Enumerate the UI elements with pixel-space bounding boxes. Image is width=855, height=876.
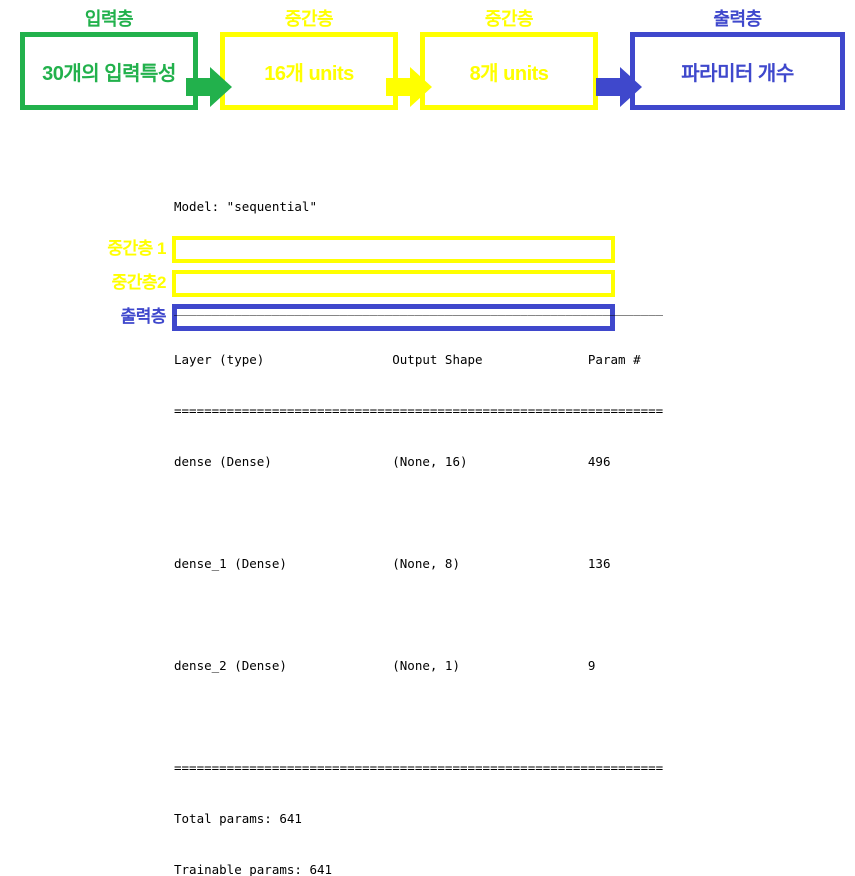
flow-box-hidden2: 8개 units bbox=[420, 32, 598, 110]
flow-step-hidden1: 중간층 16개 units bbox=[220, 8, 398, 110]
flow-box-hidden2-text: 8개 units bbox=[469, 62, 549, 85]
flow-box-input-text: 30개의 입력특성 bbox=[42, 62, 176, 85]
model-title-line: Model: "sequential" bbox=[174, 199, 317, 214]
flow-label-hidden1: 중간층 bbox=[284, 9, 334, 29]
row-highlight-dense-1 bbox=[172, 270, 615, 297]
flow-box-output: 파라미터 개수 bbox=[630, 32, 845, 110]
summary-rule-header: ========================================… bbox=[174, 403, 664, 418]
summary-column-header: Layer (type) Output Shape Param # bbox=[174, 352, 664, 367]
row-highlight-dense bbox=[172, 236, 615, 263]
flow-label-input: 입력층 bbox=[84, 9, 134, 29]
flow-label-output: 출력층 bbox=[713, 9, 762, 29]
summary-rule-bottom: ========================================… bbox=[174, 760, 664, 775]
arrow-hidden1-to-hidden2-icon bbox=[386, 65, 432, 109]
summary-total-params: Total params: 641 bbox=[174, 811, 302, 826]
flow-step-output: 출력층 파라미터 개수 bbox=[630, 8, 845, 110]
summary-row-dense-1: dense_1 (Dense) (None, 8) 136 bbox=[174, 556, 664, 571]
arrow-hidden2-to-output-icon bbox=[596, 65, 642, 109]
row-highlight-dense-2 bbox=[172, 304, 615, 331]
summary-rule-top: ________________________________________… bbox=[174, 301, 664, 316]
flow-label-hidden2: 중간층 bbox=[484, 9, 534, 29]
network-flow-diagram: 입력층 30개의 입력특성 중간층 16개 units 중간층 8개 units bbox=[0, 0, 855, 140]
summary-spacer-4 bbox=[174, 708, 663, 725]
side-label-hidden2: 중간층2 bbox=[111, 273, 167, 292]
summary-spacer-1 bbox=[174, 249, 663, 266]
flow-step-input: 입력층 30개의 입력특성 bbox=[20, 8, 198, 110]
model-summary-text: Model: "sequential" ____________________… bbox=[174, 164, 663, 876]
summary-row-dense: dense (Dense) (None, 16) 496 bbox=[174, 454, 664, 469]
side-label-hidden1: 중간층 1 bbox=[107, 239, 166, 258]
flow-box-output-text: 파라미터 개수 bbox=[681, 62, 794, 85]
summary-spacer-3 bbox=[174, 606, 663, 623]
flow-box-hidden1-text: 16개 units bbox=[264, 62, 354, 85]
flow-step-hidden2: 중간층 8개 units bbox=[420, 8, 598, 110]
summary-trainable-params: Trainable params: 641 bbox=[174, 862, 333, 876]
arrow-input-to-hidden1-icon bbox=[186, 65, 232, 109]
flow-box-hidden1: 16개 units bbox=[220, 32, 398, 110]
summary-spacer-2 bbox=[174, 504, 663, 521]
summary-row-dense-2: dense_2 (Dense) (None, 1) 9 bbox=[174, 658, 664, 673]
side-label-output: 출력층 bbox=[120, 307, 167, 326]
side-label-group: 중간층 1 중간층2 출력층 bbox=[0, 0, 166, 438]
flow-box-input: 30개의 입력특성 bbox=[20, 32, 198, 110]
